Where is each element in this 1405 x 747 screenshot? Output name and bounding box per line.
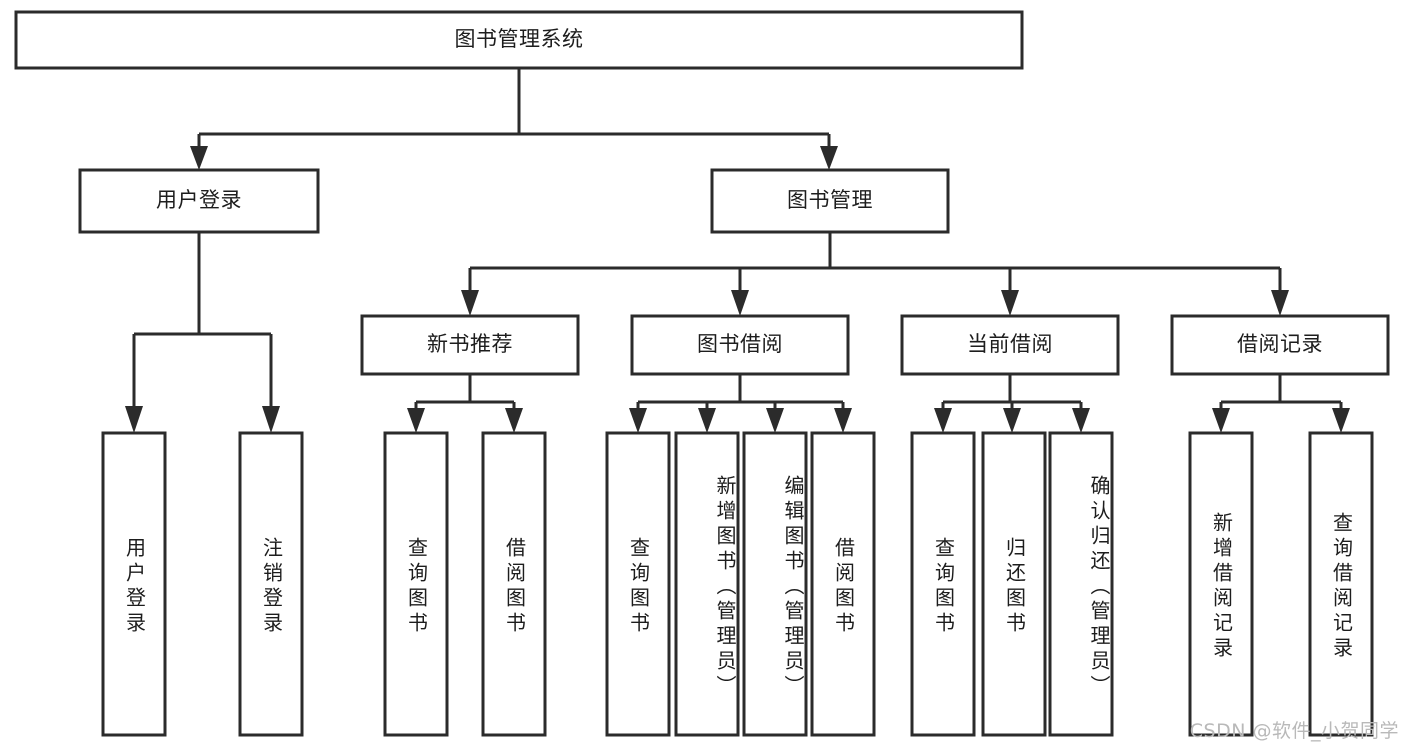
arrow-head-leaf-return-book — [1003, 408, 1021, 433]
connector-group-new-book-recommend — [407, 374, 523, 433]
node-box-leaf-return-book[interactable] — [981, 431, 1047, 737]
arrow-head-new-book-recommend — [461, 290, 479, 316]
node-box-leaf-query-book-3[interactable] — [910, 431, 976, 737]
node-box-root[interactable] — [14, 10, 1024, 70]
arrow-head-leaf-add-record — [1212, 408, 1230, 433]
arrow-head-leaf-query-book-2 — [629, 408, 647, 433]
arrow-head-leaf-query-book-3 — [934, 408, 952, 433]
node-box-book-borrow[interactable] — [630, 314, 850, 376]
arrow-head-leaf-edit-book — [766, 408, 784, 433]
connector-group-borrow-record — [1212, 374, 1350, 433]
node-box-leaf-borrow-book-2[interactable] — [810, 431, 876, 737]
node-box-leaf-borrow-book-1[interactable] — [481, 431, 547, 737]
node-box-leaf-edit-book[interactable] — [742, 431, 808, 737]
node-box-leaf-user-logout[interactable] — [238, 431, 304, 737]
arrow-head-leaf-user-login — [125, 406, 143, 433]
connector-group-user-login — [125, 232, 280, 433]
arrow-head-borrow-record — [1271, 290, 1289, 316]
node-box-borrow-record[interactable] — [1170, 314, 1390, 376]
connector-group-book-manage — [461, 232, 1289, 316]
node-box-book-manage[interactable] — [710, 168, 950, 234]
connector-group-root — [190, 68, 838, 170]
arrow-head-current-borrow — [1001, 290, 1019, 316]
node-box-leaf-add-record[interactable] — [1188, 431, 1254, 737]
node-box-leaf-user-login[interactable] — [101, 431, 167, 737]
node-box-leaf-confirm-return[interactable] — [1048, 431, 1114, 737]
node-box-new-book-recommend[interactable] — [360, 314, 580, 376]
connector-group-current-borrow — [934, 374, 1090, 433]
node-box-leaf-query-record[interactable] — [1308, 431, 1374, 737]
arrow-head-user-login — [190, 146, 208, 170]
arrow-head-leaf-borrow-book-1 — [505, 408, 523, 433]
arrow-head-leaf-query-book-1 — [407, 408, 425, 433]
arrow-head-leaf-add-book — [698, 408, 716, 433]
arrow-head-book-borrow — [731, 290, 749, 316]
connector-group-book-borrow — [629, 374, 852, 433]
node-box-user-login[interactable] — [78, 168, 320, 234]
node-box-leaf-query-book-2[interactable] — [605, 431, 671, 737]
arrow-head-leaf-borrow-book-2 — [834, 408, 852, 433]
arrow-head-leaf-query-record — [1332, 408, 1350, 433]
node-box-leaf-add-book[interactable] — [674, 431, 740, 737]
arrow-head-leaf-user-logout — [262, 406, 280, 433]
node-box-leaf-query-book-1[interactable] — [383, 431, 449, 737]
node-box-current-borrow[interactable] — [900, 314, 1120, 376]
arrow-head-leaf-confirm-return — [1072, 408, 1090, 433]
arrow-head-book-manage — [820, 146, 838, 170]
